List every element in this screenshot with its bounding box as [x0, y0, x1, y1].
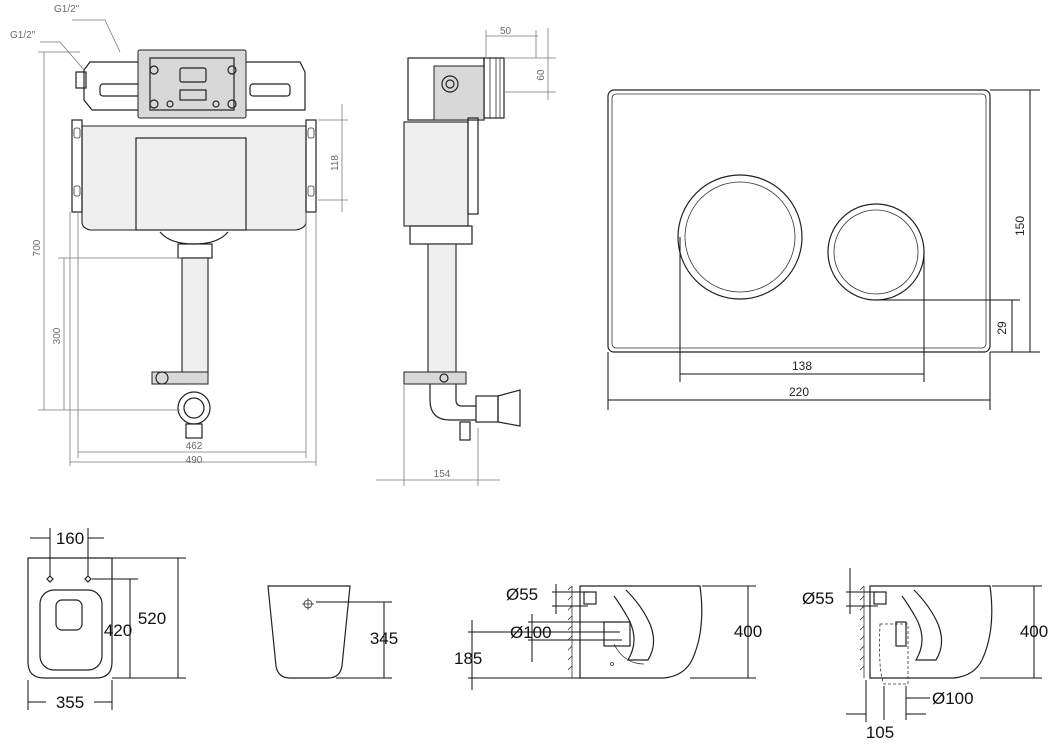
frame-profile-view: 50 60 154	[376, 26, 556, 486]
dim-dia55-b: Ø55	[802, 589, 834, 608]
dim-420: 420	[104, 621, 132, 640]
dim-dia55-a: Ø55	[506, 585, 538, 604]
dim-60: 60	[536, 69, 547, 81]
dim-345: 345	[370, 629, 398, 648]
dim-520: 520	[138, 609, 166, 628]
dim-185: 185	[454, 649, 482, 668]
dim-462: 462	[186, 441, 203, 452]
dim-29: 29	[995, 321, 1009, 335]
dim-150: 150	[1013, 216, 1027, 236]
g1-top-label: G1/2"	[54, 4, 80, 15]
toilet-side-a-view: Ø55 Ø100 185 400	[454, 584, 762, 690]
toilet-side-b-view: Ø55 400 Ø100 105	[802, 568, 1048, 742]
frame-front-view: G1/2" G1/2" 700 300 118 462 490	[10, 4, 348, 466]
dim-50: 50	[500, 26, 512, 37]
dim-220: 220	[789, 385, 809, 399]
g1-left-label: G1/2"	[10, 30, 36, 41]
dim-400-b: 400	[1020, 622, 1048, 641]
flush-plate-view: 150 29 138 220	[607, 89, 1040, 410]
dim-700: 700	[32, 239, 43, 256]
dim-105: 105	[866, 723, 894, 742]
toilet-front-view: 345	[267, 585, 398, 679]
dim-154: 154	[434, 469, 451, 480]
dim-355: 355	[56, 693, 84, 712]
dim-118: 118	[330, 155, 341, 171]
dim-400-a: 400	[734, 622, 762, 641]
dim-dia100-b: Ø100	[932, 689, 974, 708]
toilet-top-view: 160 520 420 355	[27, 528, 186, 712]
dim-138: 138	[792, 359, 812, 373]
dim-160: 160	[56, 529, 84, 548]
dim-300: 300	[52, 327, 63, 344]
dim-490: 490	[186, 455, 203, 466]
